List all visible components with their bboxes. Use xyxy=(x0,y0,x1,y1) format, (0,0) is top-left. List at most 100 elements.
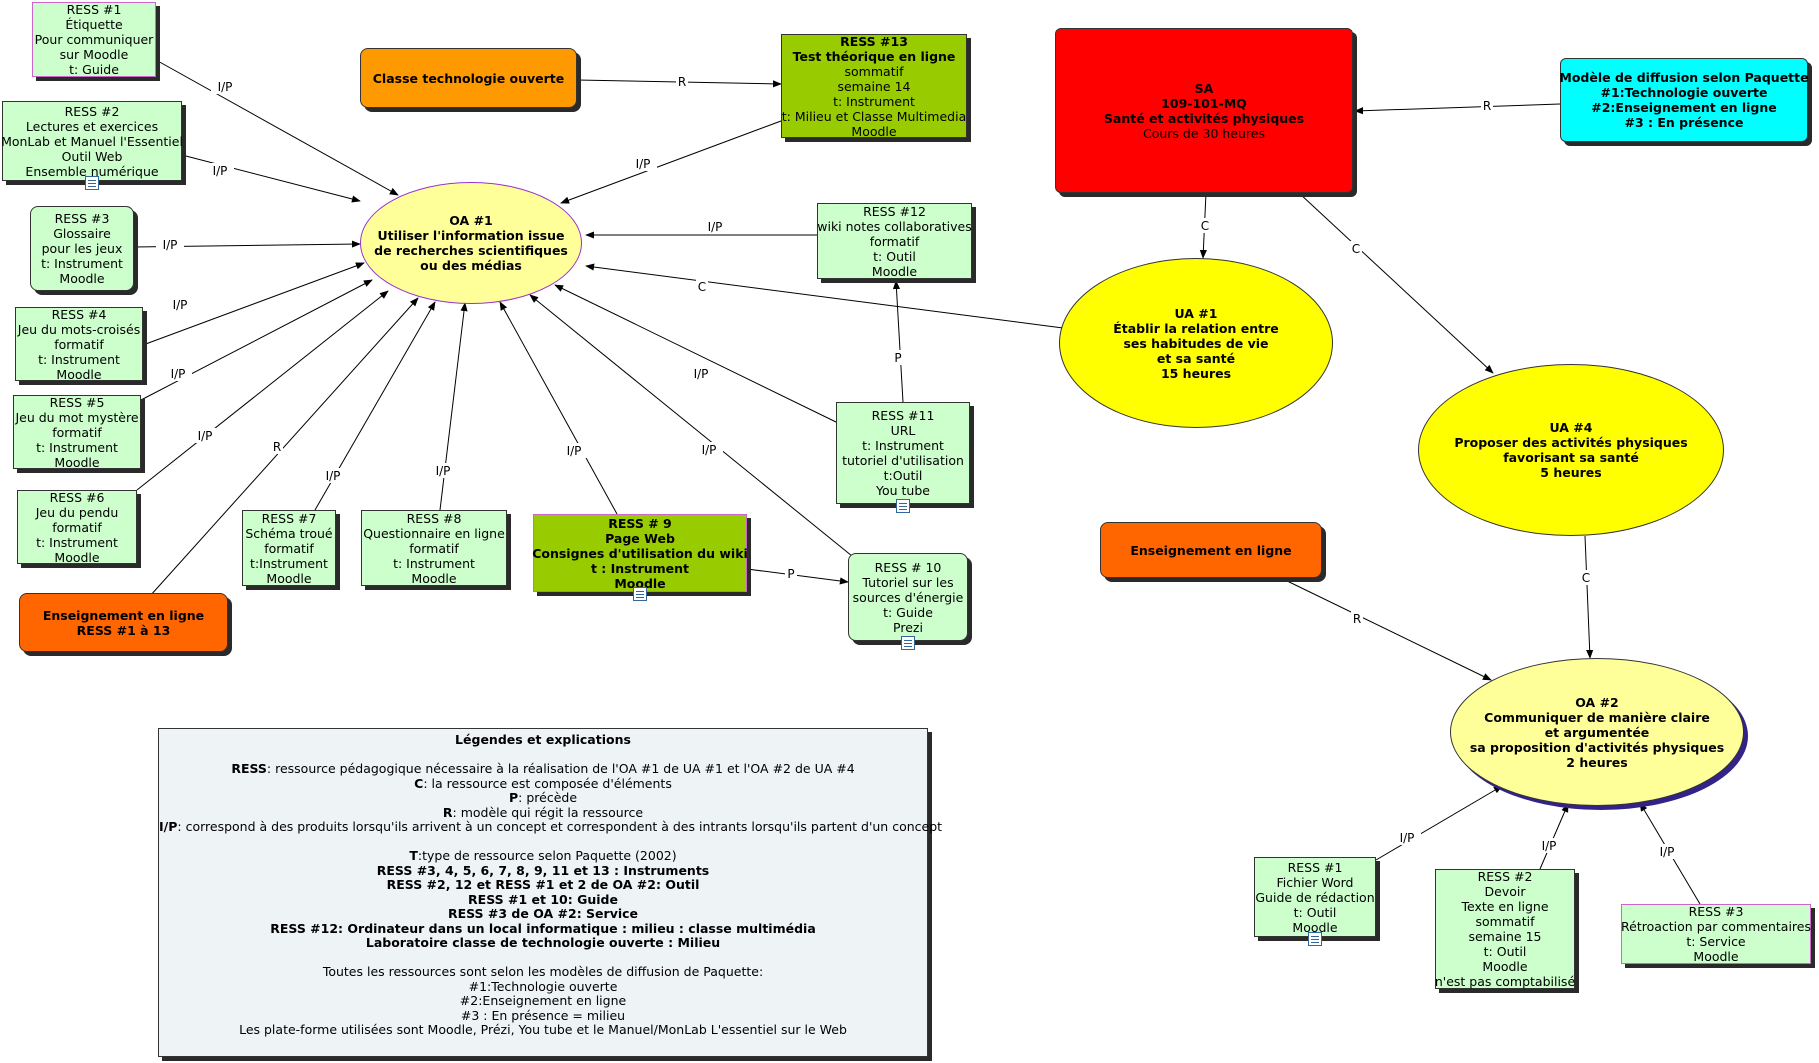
node-ress6-line: formatif xyxy=(52,519,102,535)
node-oa2-ress1-line: Moodle xyxy=(1292,919,1338,935)
legend-key: C xyxy=(414,775,424,791)
node-ua4-line: favorisant sa santé xyxy=(1503,450,1639,465)
node-ress13-line: t: Milieu et Classe Multimedia xyxy=(781,108,967,124)
node-ress6-line: Moodle xyxy=(54,549,100,565)
link-label: I/P xyxy=(1542,839,1557,853)
node-ress8[interactable]: RESS #8 Questionnaire en ligne formatif … xyxy=(361,510,507,586)
node-enseignement-en-ligne-2[interactable]: Enseignement en ligne xyxy=(1100,522,1322,578)
node-ress11[interactable]: RESS #11 URL t: Instrument tutoriel d'ut… xyxy=(836,402,970,513)
node-oa2[interactable]: OA #2 Communiquer de manière claire et a… xyxy=(1450,658,1744,806)
link-label: I/P xyxy=(1660,845,1675,859)
node-sa[interactable]: SA 109-101-MQ Santé et activités physiqu… xyxy=(1055,28,1353,193)
node-ress2[interactable]: RESS #2 Lectures et exercices MonLab et … xyxy=(1,101,183,190)
document-icon[interactable] xyxy=(1308,932,1322,946)
node-ress3[interactable]: RESS #3 Glossaire pour les jeux t: Instr… xyxy=(30,206,134,291)
node-ress5-line: Jeu du mot mystère xyxy=(15,409,139,425)
node-oa2-ress1-line: Guide de rédaction xyxy=(1255,889,1375,905)
document-icon[interactable] xyxy=(633,587,647,601)
link-label-bg xyxy=(785,566,797,581)
node-modele-diffusion[interactable]: Modèle de diffusion selon Paquette #1:Te… xyxy=(1559,58,1809,142)
link-oa2r2_oa2 xyxy=(1539,803,1569,870)
node-ress2-line: Outil Web xyxy=(61,148,123,164)
node-ress4[interactable]: RESS #4 Jeu du mots-croisés formatif t: … xyxy=(15,306,143,382)
legend-spacer xyxy=(159,748,927,763)
node-ress10[interactable]: RESS # 10 Tutoriel sur les sources d'éne… xyxy=(848,553,968,650)
node-ua1-line: ses habitudes de vie xyxy=(1123,335,1269,351)
node-ress4-line: RESS #4 xyxy=(51,306,107,322)
link-label-bg xyxy=(676,74,688,89)
node-ress9[interactable]: RESS # 9 Page Web Consignes d'utilisatio… xyxy=(532,514,748,601)
node-ress11-line: t:Outil xyxy=(883,468,923,483)
node-ress12[interactable]: RESS #12 wiki notes collaboratives forma… xyxy=(817,203,972,279)
node-enseignement-en-ligne-1[interactable]: Enseignement en ligne RESS #1 à 13 xyxy=(19,593,228,652)
node-ua1[interactable]: UA #1 Établir la relation entre ses habi… xyxy=(1059,258,1333,428)
node-classe-line: Classe technologie ouverte xyxy=(372,70,565,86)
legend-ress: RESS: ressource pédagogique nécessaire à… xyxy=(159,761,927,777)
node-oa2-line: sa proposition d'activités physiques xyxy=(1469,739,1725,755)
legend-text: : précède xyxy=(518,790,578,805)
link-label: I/P xyxy=(708,220,723,234)
link-ens2_oa2 xyxy=(1280,577,1492,681)
node-ress11-line: URL xyxy=(890,423,916,438)
link-label: I/P xyxy=(326,469,341,483)
link-label-bg xyxy=(560,443,588,458)
node-oa2-ress3-line: Rétroaction par commentaires xyxy=(1621,919,1811,934)
link-label-bg xyxy=(695,442,723,457)
node-ress7[interactable]: RESS #7 Schéma troué formatif t:Instrume… xyxy=(242,510,336,586)
node-ress4-line: t: Instrument xyxy=(38,351,120,367)
node-ress5-line: RESS #5 xyxy=(49,394,105,410)
node-ua1-line: 15 heures xyxy=(1160,365,1232,381)
node-ress8-line: Questionnaire en ligne xyxy=(363,525,505,541)
node-oa2-ress2-line: semaine 15 xyxy=(1468,929,1542,944)
document-icon[interactable] xyxy=(85,176,99,190)
legend-spacer xyxy=(159,835,927,850)
legend-t: T:type de ressource selon Paquette (2002… xyxy=(159,848,927,864)
link-label: C xyxy=(1352,242,1360,256)
link-label-bg xyxy=(319,468,347,483)
link-label-bg xyxy=(271,439,283,454)
node-ress1[interactable]: RESS #1 Étiquette Pour communiquer sur M… xyxy=(32,2,156,77)
node-ress7-line: formatif xyxy=(264,540,314,556)
legend-type-line: RESS #3, 4, 5, 6, 7, 8, 9, 11 et 13 : In… xyxy=(376,862,710,878)
legend-type-line: Laboratoire classe de technologie ouvert… xyxy=(365,935,721,950)
node-oa1[interactable]: OA #1 Utiliser l'information issue de re… xyxy=(360,182,582,304)
legend-note-line: #1:Technologie ouverte xyxy=(468,978,618,994)
node-oa2-ress2[interactable]: RESS #2 Devoir Texte en ligne sommatif s… xyxy=(1435,869,1575,989)
node-oa2-ress1[interactable]: RESS #1 Fichier Word Guide de rédaction … xyxy=(1254,857,1376,946)
legend-text: : correspond à des produits lorsqu'ils a… xyxy=(177,819,943,834)
document-icon[interactable] xyxy=(896,499,910,513)
node-ress7-line: RESS #7 xyxy=(261,510,317,526)
node-ress13[interactable]: RESS #13 Test théorique en ligne sommati… xyxy=(781,34,967,139)
link-label-bg xyxy=(1393,830,1421,845)
legend-text: : modèle qui régit la ressource xyxy=(452,804,644,820)
node-oa1-line: ou des médias xyxy=(420,258,522,273)
node-ress5[interactable]: RESS #5 Jeu du mot mystère formatif t: I… xyxy=(13,394,141,470)
node-oa2-line: et argumentée xyxy=(1544,724,1650,740)
node-oa2-ress3[interactable]: RESS #3 Rétroaction par commentaires t: … xyxy=(1621,904,1811,964)
legend-type-line: RESS #1 et 10: Guide xyxy=(468,891,618,907)
link-label: I/P xyxy=(218,80,233,94)
legend-key: R xyxy=(442,804,453,820)
node-classe-technologie-ouverte[interactable]: Classe technologie ouverte xyxy=(360,48,577,108)
node-ress8-line: Moodle xyxy=(411,570,457,586)
node-ua4[interactable]: UA #4 Proposer des activités physiques f… xyxy=(1418,364,1724,536)
link-label-bg xyxy=(629,156,657,171)
node-ress9-line: RESS # 9 xyxy=(608,515,672,531)
node-ress3-line: t: Instrument xyxy=(41,256,123,271)
node-ress13-line: Test théorique en ligne xyxy=(792,48,956,64)
node-ress11-line: tutoriel d'utilisation xyxy=(842,453,964,468)
link-label-bg xyxy=(892,350,904,365)
node-ress6-line: RESS #6 xyxy=(49,489,105,505)
node-enseignement-line: RESS #1 à 13 xyxy=(76,622,171,638)
document-icon[interactable] xyxy=(901,636,915,650)
node-ress6[interactable]: RESS #6 Jeu du pendu formatif t: Instrum… xyxy=(17,489,137,565)
link-label-bg xyxy=(1481,98,1493,113)
node-ress4-line: Moodle xyxy=(56,366,102,382)
link-label-bg xyxy=(687,366,715,381)
node-sa-line: Cours de 30 heures xyxy=(1142,125,1265,141)
link-label-bg xyxy=(1199,218,1211,233)
node-ress7-line: Moodle xyxy=(266,570,312,586)
link-label-bg xyxy=(1580,570,1592,585)
